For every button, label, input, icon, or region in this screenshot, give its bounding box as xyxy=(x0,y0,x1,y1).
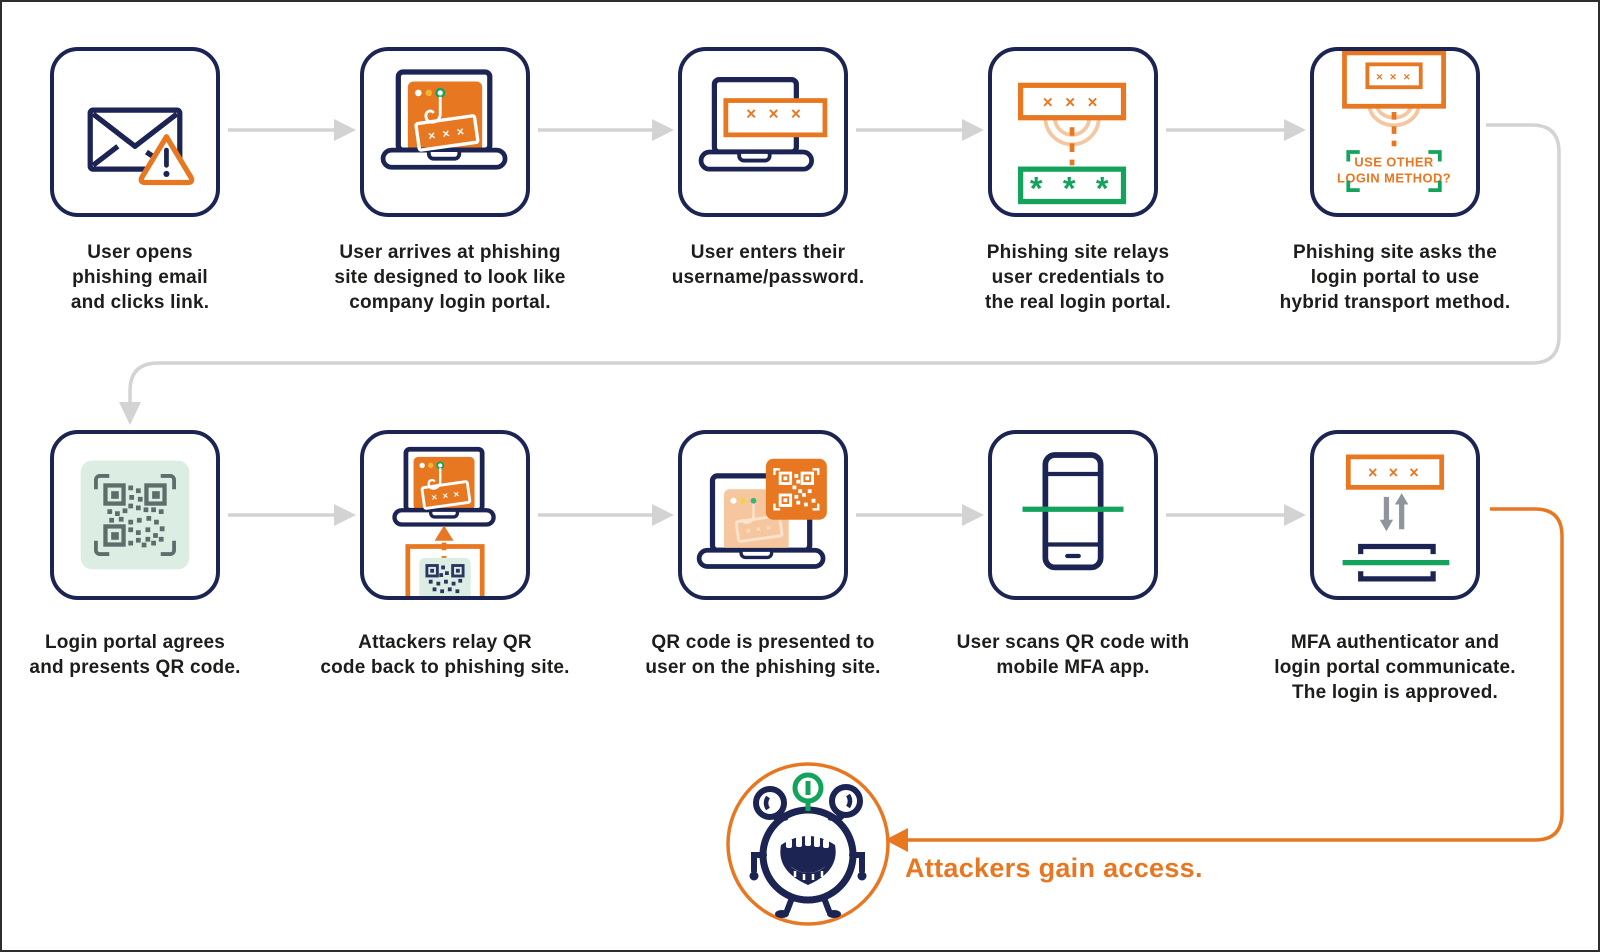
result-label: Attackers gain access. xyxy=(905,853,1203,883)
step-2-caption: User arrives at phishing site designed t… xyxy=(334,242,566,313)
step-10-caption: MFA authenticator and login portal commu… xyxy=(1274,632,1516,703)
svg-text:× × ×: × × × xyxy=(431,489,461,504)
green-corner-brackets xyxy=(1346,150,1442,193)
step-10-tile: × × × xyxy=(1310,430,1480,600)
qr-code-icon xyxy=(80,460,190,570)
svg-text:× × ×: × × × xyxy=(746,104,805,124)
phished-credentials-card: × × × xyxy=(414,114,480,152)
svg-text:× × ×: × × × xyxy=(745,522,773,536)
svg-text:LOGIN METHOD?: LOGIN METHOD? xyxy=(1337,171,1451,186)
step-8-tile: × × × xyxy=(678,430,848,600)
step-3-caption: User enters their username/password. xyxy=(671,242,865,288)
step-9-tile xyxy=(988,430,1158,600)
credential-relay-icon: × × × * * * xyxy=(1017,82,1127,207)
step-6-caption: Login portal agrees and presents QR code… xyxy=(29,632,241,678)
svg-text:USE OTHER: USE OTHER xyxy=(1354,154,1434,169)
step-4-caption: Phishing site relays user credentials to… xyxy=(985,242,1171,313)
step-1-caption: User opens phishing email and clicks lin… xyxy=(70,242,210,313)
qr-corner-brackets xyxy=(94,474,176,556)
up-arrowhead xyxy=(434,525,454,541)
step-4-tile: × × × * * * xyxy=(988,47,1158,217)
phishing-site-laptop-icon: × × × xyxy=(380,69,508,170)
step-9-caption: User scans QR code with mobile MFA app. xyxy=(956,632,1190,678)
step-3-tile: × × × xyxy=(678,47,848,217)
qr-modules xyxy=(103,483,167,548)
sync-arrows-icon xyxy=(1383,496,1405,530)
step-5-caption: Phishing site asks the login portal to u… xyxy=(1279,242,1511,313)
mini-qr xyxy=(425,564,465,594)
step-7-tile: × × × xyxy=(360,430,530,600)
svg-text:× × ×: × × × xyxy=(427,124,467,143)
monster-teeth xyxy=(786,835,829,848)
step-5-tile: × × × USE OTHER LOGIN METHOD? xyxy=(1310,47,1480,217)
qr-white-modules xyxy=(778,471,816,507)
password-entry-laptop-icon: × × × xyxy=(698,76,828,172)
svg-text:× × ×: × × × xyxy=(1376,72,1412,84)
svg-text:* * *: * * * xyxy=(1030,171,1114,207)
step-7-caption: Attackers relay QR code back to phishing… xyxy=(320,632,570,678)
attacker-monster-icon xyxy=(726,762,890,926)
login-method-request-icon: × × × USE OTHER LOGIN METHOD? xyxy=(1337,51,1451,193)
phone-scan-icon xyxy=(1022,452,1124,571)
attacker-monster xyxy=(723,759,893,929)
step-1-tile xyxy=(50,47,220,217)
qr-on-phishing-site-icon: × × × xyxy=(696,458,827,569)
step-6-tile xyxy=(50,430,220,600)
phishing-email-icon xyxy=(87,107,195,186)
svg-text:× × ×: × × × xyxy=(1368,464,1422,482)
svg-text:× × ×: × × × xyxy=(1043,92,1102,112)
step-2-tile: × × × xyxy=(360,47,530,217)
monster-tongue-lines xyxy=(793,871,824,880)
qr-relay-laptop-icon: × × × xyxy=(392,446,496,596)
mfa-communication-icon: × × × xyxy=(1342,454,1450,582)
qr-white-brackets xyxy=(773,468,820,511)
step-8-caption: QR code is presented to user on the phis… xyxy=(645,632,881,678)
